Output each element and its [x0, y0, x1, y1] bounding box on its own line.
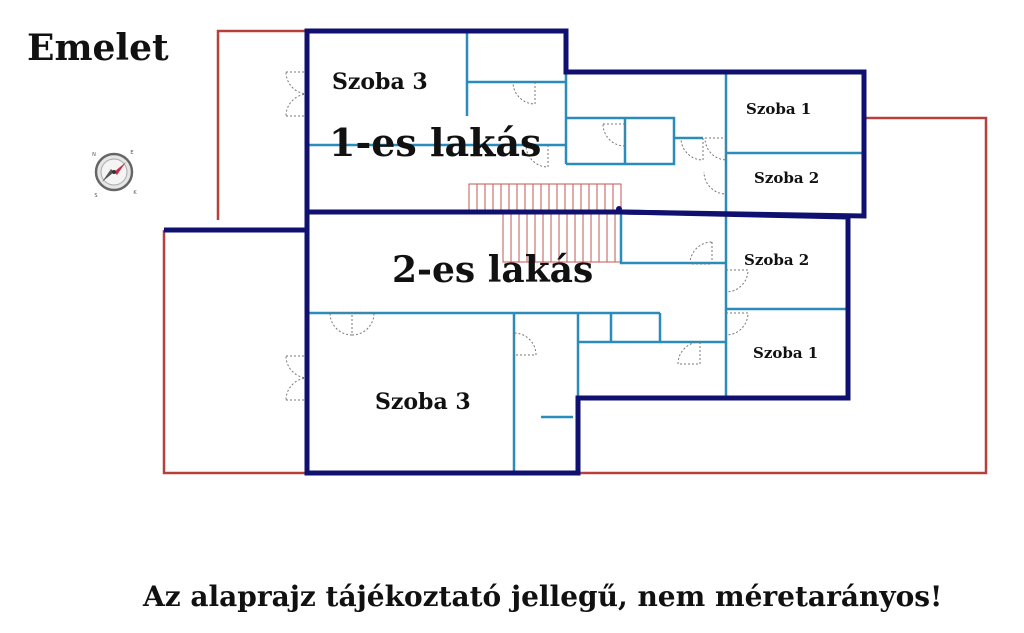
apt1-room-szoba-3: Szoba 3: [332, 69, 428, 95]
apt1-room-szoba-2: Szoba 2: [754, 169, 819, 187]
door-9: [689, 241, 713, 265]
door-13: [351, 312, 375, 336]
apartment-2-outline: [304, 209, 851, 476]
disclaimer: Az alaprajz tájékoztató jellegű, nem mér…: [142, 580, 942, 613]
stair-landing-dot: [616, 206, 622, 212]
stairs-lower-steps: [510, 214, 616, 262]
door-8: [525, 144, 549, 168]
wall-a2-stair-side: [619, 214, 726, 265]
apt2-room-szoba-1: Szoba 1: [753, 344, 818, 362]
door-1: [512, 81, 536, 105]
door-3: [680, 137, 704, 161]
apartment-walls: [164, 28, 867, 476]
stairs-upper-steps: [476, 184, 614, 214]
apt1-room-szoba-1: Szoba 1: [746, 100, 811, 118]
door-15: [677, 341, 701, 365]
outer-wall-top-left: [216, 29, 308, 220]
outer-wall-right: [578, 116, 988, 475]
door-12: [329, 312, 353, 336]
door-5: [703, 171, 727, 195]
apartment-1-label: 1-es lakás: [329, 120, 541, 165]
apartment-2-label: 2-es lakás: [392, 249, 593, 291]
door-10: [725, 269, 749, 293]
svg-text:S: S: [94, 193, 97, 199]
svg-text:K: K: [133, 190, 137, 196]
door-14: [513, 332, 537, 356]
apt2-room-szoba-2: Szoba 2: [744, 251, 809, 269]
door-11: [725, 312, 749, 336]
svg-text:E: E: [130, 150, 133, 156]
wall-a1-closet: [566, 116, 676, 166]
wall-a2-closet: [578, 313, 662, 344]
floor-title: Emelet: [27, 27, 169, 69]
door-4: [704, 137, 727, 161]
svg-text:N: N: [92, 152, 96, 158]
outer-wall-bottom-left: [162, 230, 307, 475]
outer-building-outline: [162, 29, 988, 475]
apt2-room-szoba-3: Szoba 3: [375, 389, 471, 415]
compass-icon: N E S K: [92, 150, 137, 199]
inner-walls: [308, 31, 864, 473]
door-2: [602, 123, 626, 147]
